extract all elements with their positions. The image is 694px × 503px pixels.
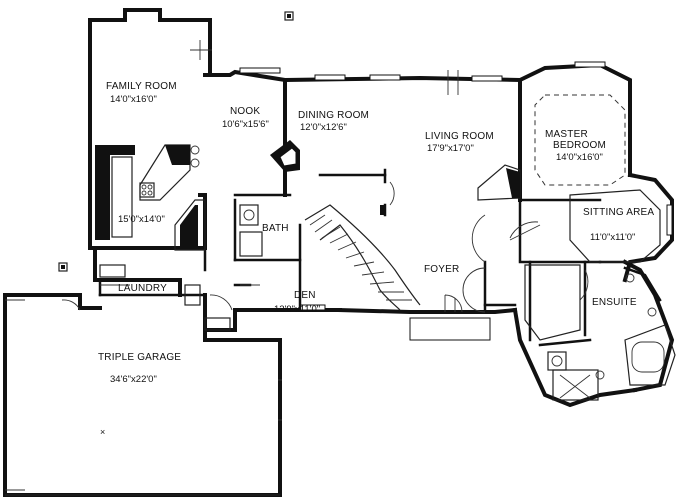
misc-details [58,11,294,331]
kitchen [95,144,206,251]
room-name-ensuite: ENSUITE [592,297,637,308]
room-name-bath: BATH [262,223,289,234]
room-name-sitting-area: SITTING AREA [583,207,654,218]
room-size-nook: 10'6"x15'6" [222,119,269,130]
room-size-den: 12'9"x11'0" [274,304,320,315]
room-labels: FAMILY ROOM 14'0"x16'0" NOOK 10'6"x15'6"… [98,81,654,385]
room-size-triple-garage: 34'6"x22'0" [110,374,157,385]
room-name-nook: NOOK [230,106,260,117]
room-name-laundry: LAUNDRY [118,283,167,294]
room-name-master-bedroom-1: MASTER [545,129,588,140]
bath-fixtures [239,204,263,257]
windows [239,61,673,341]
doors [61,40,589,313]
room-name-foyer: FOYER [424,264,459,275]
garage-walls: × [3,293,282,497]
fireplaces [270,140,521,201]
room-name-family-room: FAMILY ROOM [106,81,177,92]
room-size-living-room: 17'9"x17'0" [427,143,474,154]
room-size-dining-room: 12'0"x12'6" [300,122,347,133]
room-name-living-room: LIVING ROOM [425,131,494,142]
master-suite-fixtures [524,94,676,401]
room-name-den: DEN [294,290,316,301]
staircase [304,204,421,311]
room-size-family-room: 14'0"x16'0" [110,94,157,105]
room-size-master-bedroom: 14'0"x16'0" [556,152,603,163]
room-name-master-bedroom-2: BEDROOM [553,140,606,151]
room-size-kitchen: 15'0"x14'0" [118,214,165,225]
svg-text:×: × [100,427,105,437]
room-size-sitting-area: 11'0"x11'0" [590,232,635,243]
room-name-triple-garage: TRIPLE GARAGE [98,352,181,363]
interior-walls [98,193,627,347]
room-name-dining-room: DINING ROOM [298,110,369,121]
